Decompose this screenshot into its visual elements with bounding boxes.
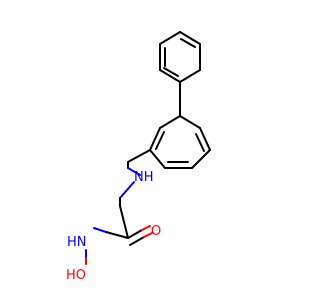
bond (179, 115, 201, 129)
bond (149, 149, 166, 169)
amine-nh-label: NH (134, 170, 154, 185)
carbonyl-bond (141, 225, 151, 231)
carbonyl-bond (129, 236, 145, 246)
bottom-phenyl-ring (149, 115, 211, 169)
n-c-bond (119, 181, 135, 199)
carbonyl-o-label: O (151, 224, 161, 239)
molecule-diagram: NH HN HO O (66, 31, 211, 283)
amide-hn-label: HN (67, 235, 87, 250)
carbonyl-bond (127, 229, 143, 239)
bond (179, 31, 201, 45)
c-n-bond (127, 167, 141, 176)
double-bond-inner (180, 38, 196, 48)
bond (199, 127, 211, 151)
c-c-bond (119, 205, 129, 239)
bond (159, 69, 181, 83)
benzyl-bond (127, 149, 151, 163)
top-phenyl-ring (159, 31, 201, 83)
double-bond-inner (155, 131, 165, 150)
double-bond-inner (163, 67, 179, 77)
c-n-bond (105, 231, 129, 239)
structure-canvas: NH HN HO O (66, 31, 211, 283)
hydroxyl-label: HO (66, 268, 86, 283)
carbonyl-bond (143, 232, 153, 238)
c-n-bond (93, 227, 107, 233)
bond (159, 115, 181, 129)
bond (179, 69, 201, 83)
bond (159, 31, 181, 45)
double-bond-inner (195, 133, 205, 152)
bond (191, 149, 211, 169)
bond (149, 127, 161, 151)
